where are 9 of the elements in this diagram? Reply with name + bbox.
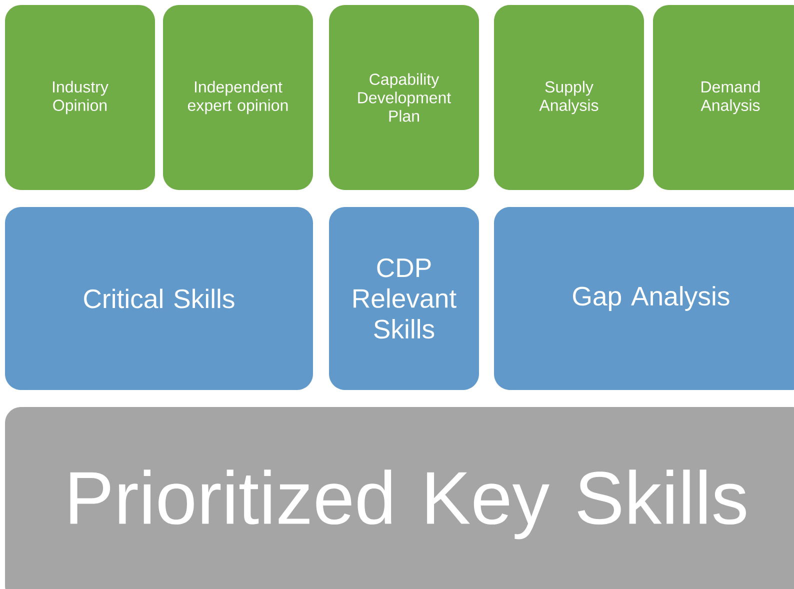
input-box: Independent expert opinion [163, 5, 313, 190]
input-box: Industry Opinion [5, 5, 155, 190]
result-box: Prioritized Key Skills [5, 407, 794, 589]
skill-box: Critical Skills [5, 207, 313, 390]
input-box: Demand Analysis [653, 5, 794, 190]
skill-box: CDP Relevant Skills [329, 207, 479, 390]
input-box: Supply Analysis [494, 5, 644, 190]
skill-box: Gap Analysis [494, 207, 794, 390]
input-box: Capability Development Plan [329, 5, 479, 190]
